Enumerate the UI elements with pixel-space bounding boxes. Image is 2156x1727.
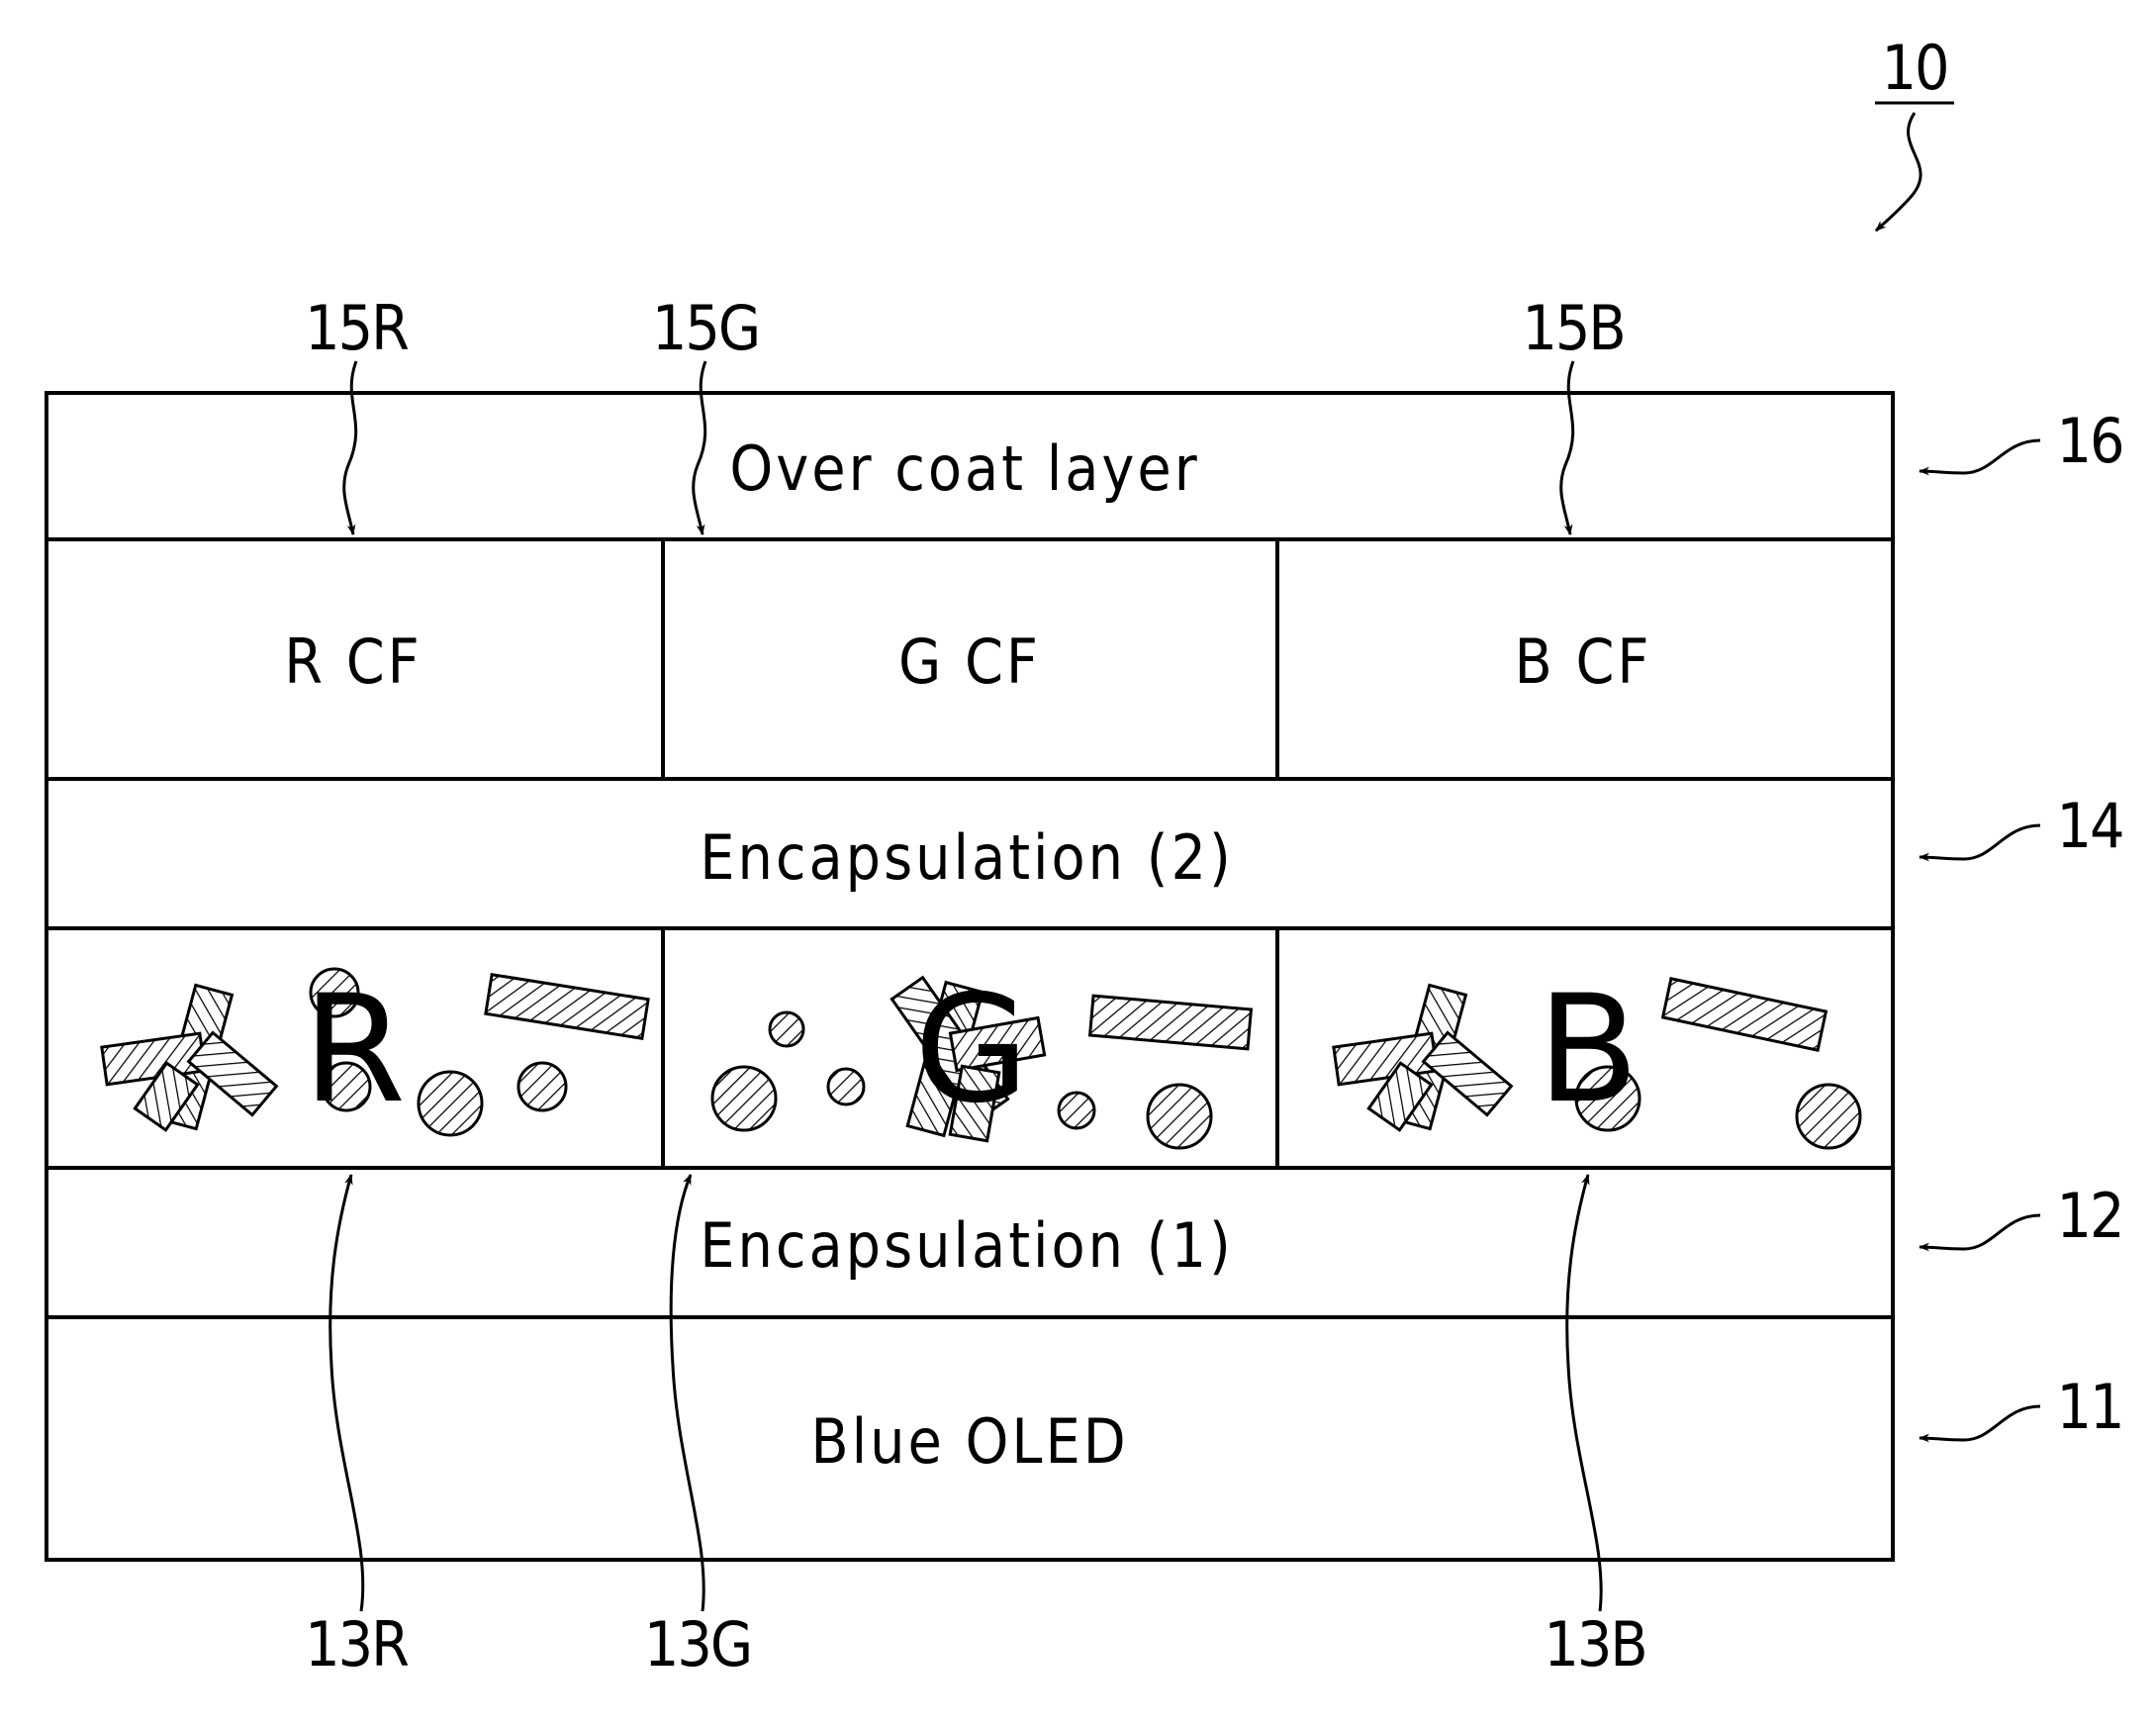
ref-11: 11: [2057, 1371, 2123, 1443]
ref-15g: 15G: [652, 292, 759, 364]
encapsulation-1-label: Encapsulation (1): [700, 1209, 1234, 1282]
ref-14: 14: [2057, 790, 2123, 862]
rod-particle: [1663, 979, 1827, 1050]
spherical-particle: [712, 1067, 776, 1130]
blue-conversion-label: B: [1538, 964, 1640, 1136]
spherical-particle: [1148, 1085, 1211, 1148]
ref-16: 16: [2057, 405, 2123, 477]
leader-13r: [330, 1175, 363, 1611]
r-cf-label: R CF: [284, 625, 422, 698]
leader-15r: [344, 361, 356, 534]
leader-11: [1920, 1406, 2040, 1440]
spherical-particle: [1797, 1085, 1860, 1148]
green-conversion-label: G: [914, 964, 1029, 1136]
ref-13g: 13G: [644, 1608, 751, 1680]
ref-13r: 13R: [305, 1608, 409, 1680]
tetrapod-particle: [102, 985, 277, 1129]
tetrapod-particle: [1334, 985, 1512, 1129]
leader-15b: [1561, 361, 1573, 534]
leader-16: [1920, 440, 2040, 473]
figure-number-arrow: [1876, 113, 1921, 231]
spherical-particle: [828, 1069, 864, 1104]
figure-number: 10: [1882, 32, 1948, 104]
encapsulation-2-label: Encapsulation (2): [700, 821, 1234, 894]
leader-14: [1920, 825, 2040, 859]
spherical-particle: [1059, 1093, 1094, 1128]
spherical-particle: [419, 1072, 482, 1135]
g-cf-label: G CF: [898, 625, 1041, 698]
ref-13b: 13B: [1544, 1608, 1645, 1680]
ref-15r: 15R: [305, 292, 409, 364]
blue-oled-label: Blue OLED: [810, 1405, 1128, 1478]
leader-12: [1920, 1215, 2040, 1249]
leader-15g: [694, 361, 705, 534]
over-coat-layer-label: Over coat layer: [729, 432, 1199, 505]
rod-particle: [1090, 996, 1252, 1049]
red-conversion-label: R: [303, 964, 406, 1136]
leader-13b: [1567, 1175, 1601, 1611]
ref-12: 12: [2057, 1180, 2123, 1252]
ref-15b: 15B: [1522, 292, 1624, 364]
rod-particle: [486, 975, 648, 1039]
spherical-particle: [770, 1012, 803, 1046]
b-cf-label: B CF: [1514, 625, 1651, 698]
spherical-particle: [518, 1063, 566, 1110]
